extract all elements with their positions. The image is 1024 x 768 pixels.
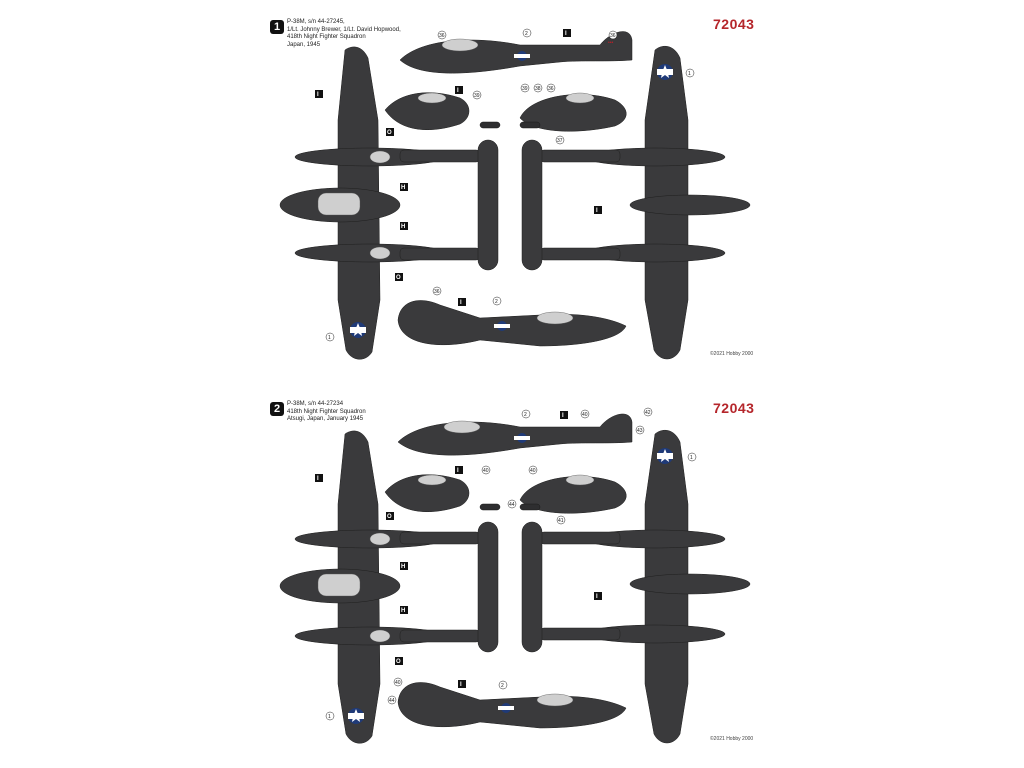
- scheme-caption: P-38M, s/n 44-27245, 1/Lt. Johnny Brewer…: [287, 19, 401, 49]
- svg-text:1: 1: [688, 71, 691, 77]
- svg-text:O: O: [396, 275, 401, 281]
- product-code: 72043: [713, 400, 755, 416]
- scheme-caption: P-38M, s/n 44-27234 418th Night Fighter …: [287, 401, 366, 424]
- nose-detail-left: [384, 474, 501, 512]
- svg-text:O: O: [396, 659, 401, 665]
- caption-line: 418th Night Fighter Squadron: [287, 408, 366, 415]
- svg-text:36: 36: [434, 289, 440, 295]
- svg-text:H: H: [401, 224, 405, 230]
- svg-text:I: I: [596, 594, 598, 600]
- svg-text:36: 36: [439, 33, 445, 39]
- side-view-lower: [397, 682, 627, 729]
- nose-detail-right: [519, 92, 627, 132]
- svg-text:•••: •••: [608, 40, 614, 46]
- caption-line: Japan, 1945: [287, 41, 321, 48]
- svg-text:I: I: [565, 31, 567, 37]
- svg-text:O: O: [387, 514, 392, 520]
- svg-text:I: I: [562, 413, 564, 419]
- svg-text:40: 40: [395, 680, 401, 686]
- svg-text:1: 1: [690, 455, 693, 461]
- copyright-note: ©2021 Hobby 2000: [710, 736, 754, 742]
- decal-callouts: 1 1 2 2 36 36 36 39 39 38 36 37: [325, 28, 695, 342]
- caption-line: P-38M, s/n 44-27245,: [287, 19, 345, 25]
- paint-labels: I O H H O I I I I: [315, 411, 602, 688]
- svg-text:O: O: [387, 130, 392, 136]
- caption-line: 418th Night Fighter Squadron: [287, 34, 366, 40]
- aircraft-drawings: ••• I O H H O I I I: [279, 28, 751, 360]
- nose-detail-left: [384, 92, 501, 130]
- svg-text:40: 40: [483, 468, 489, 474]
- scheme-1-sheet: 1 P-38M, s/n 44-27245, 1/Lt. Johnny Brew…: [270, 16, 755, 360]
- svg-text:I: I: [460, 300, 462, 306]
- side-view-lower: [397, 300, 627, 347]
- caption-line: P-38M, s/n 44-27234: [287, 401, 344, 407]
- svg-text:37: 37: [557, 138, 563, 144]
- svg-text:39: 39: [474, 93, 480, 99]
- svg-text:39: 39: [522, 86, 528, 92]
- side-view-upper: [397, 413, 633, 456]
- scheme-number-badge: 2: [270, 402, 284, 416]
- bottom-view-drawing: [521, 429, 751, 744]
- aircraft-drawings: I O H H O I I I I 1 1 2 2 40 42 43 40 40…: [279, 407, 751, 744]
- svg-text:40: 40: [582, 412, 588, 418]
- svg-text:H: H: [401, 564, 405, 570]
- caption-line: Atsugi, Japan, January 1945: [287, 416, 364, 422]
- svg-text:2: 2: [501, 683, 504, 689]
- scheme-number-badge: 1: [270, 20, 284, 34]
- svg-text:2: 2: [525, 31, 528, 37]
- paint-labels: I O H H O I I I I: [315, 29, 602, 306]
- caption-line: 1/Lt. Johnny Brewer, 1/Lt. David Hopwood…: [287, 26, 401, 33]
- svg-text:44: 44: [509, 502, 515, 508]
- svg-text:I: I: [457, 468, 459, 474]
- svg-text:H: H: [401, 185, 405, 191]
- svg-text:I: I: [460, 682, 462, 688]
- svg-text:I: I: [317, 476, 319, 482]
- svg-text:I: I: [457, 88, 459, 94]
- svg-text:1: 1: [328, 335, 331, 341]
- svg-text:40: 40: [530, 468, 536, 474]
- bottom-view-drawing: [521, 45, 751, 360]
- nose-detail-right: [519, 474, 627, 514]
- top-view-drawing: [279, 430, 499, 744]
- copyright-note: ©2021 Hobby 2000: [710, 351, 754, 357]
- svg-text:36: 36: [548, 86, 554, 92]
- scheme-2-sheet: 2 P-38M, s/n 44-27234 418th Night Fighte…: [0, 384, 1024, 768]
- svg-text:I: I: [596, 208, 598, 214]
- svg-text:41: 41: [558, 518, 564, 524]
- svg-text:I: I: [317, 92, 319, 98]
- svg-text:42: 42: [645, 410, 651, 416]
- svg-text:43: 43: [637, 428, 643, 434]
- svg-text:38: 38: [535, 86, 541, 92]
- svg-text:44: 44: [389, 698, 395, 704]
- svg-text:2: 2: [524, 412, 527, 418]
- svg-text:H: H: [401, 608, 405, 614]
- svg-text:2: 2: [495, 299, 498, 305]
- decal-callouts: 1 1 2 2 40 42 43 40 40 44 41 40 44: [325, 407, 697, 721]
- top-view-drawing: [279, 46, 499, 360]
- product-code: 72043: [713, 16, 755, 32]
- svg-text:1: 1: [328, 714, 331, 720]
- svg-text:36: 36: [610, 33, 616, 39]
- side-view-upper: •••: [399, 31, 633, 74]
